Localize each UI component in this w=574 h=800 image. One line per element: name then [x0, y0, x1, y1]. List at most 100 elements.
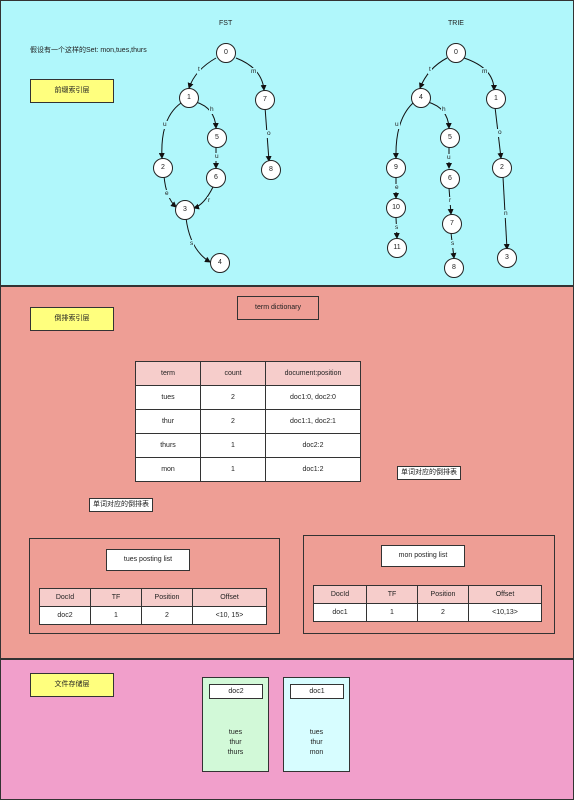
position-cell: doc1:0, doc2:0	[265, 385, 361, 410]
table-row: doc2 1 2 <10, 15>	[39, 606, 267, 625]
position-cell: doc1:1, doc2:1	[265, 409, 361, 434]
fst-label-e: e	[164, 190, 170, 198]
trie-node: 10	[386, 198, 406, 218]
position-header: document:position	[265, 361, 361, 386]
document-word: thurs	[227, 749, 244, 756]
trie-node: 3	[497, 248, 517, 268]
count-cell: 1	[200, 433, 266, 458]
document-id: doc1	[290, 684, 344, 699]
fst-label-h: h	[209, 106, 215, 114]
term-dictionary-title: term dictionary	[237, 296, 319, 320]
docid-cell: doc2	[39, 606, 91, 625]
tues-posting-list-panel	[29, 538, 280, 634]
fst-label-o: o	[266, 130, 272, 138]
term-cell: tues	[135, 385, 201, 410]
tues-posting-list-title: tues posting list	[106, 549, 190, 571]
position-cell: doc2:2	[265, 433, 361, 458]
prefix-index-layer	[0, 0, 574, 286]
trie-node: 7	[442, 214, 462, 234]
trie-label-m: m	[481, 68, 489, 76]
mon-connector-label: 单词对应的倒排表	[397, 466, 461, 480]
trie-title: TRIE	[448, 20, 464, 27]
trie-node: 11	[387, 238, 407, 258]
inverted-index-label: 倒排索引层	[30, 307, 114, 331]
document-word: thur	[229, 739, 242, 746]
fst-node: 0	[216, 43, 236, 63]
fst-label-u: u	[162, 121, 168, 129]
docid-cell: doc1	[313, 603, 367, 622]
document-words: tues thur mon	[284, 728, 349, 758]
trie-node: 4	[411, 88, 431, 108]
position-cell: doc1:2	[265, 457, 361, 482]
fst-label-m: m	[250, 68, 258, 76]
term-cell: thur	[135, 409, 201, 434]
trie-node: 5	[440, 128, 460, 148]
trie-node: 0	[446, 43, 466, 63]
set-description: 假设有一个这样的Set: mon,tues,thurs	[30, 47, 147, 54]
trie-label-e: e	[394, 184, 400, 192]
term-cell: thurs	[135, 433, 201, 458]
position-cell: 2	[417, 603, 469, 622]
count-header: count	[200, 361, 266, 386]
document-word: mon	[309, 749, 324, 756]
fst-edge-u	[158, 102, 182, 159]
fst-node: 2	[153, 158, 173, 178]
mon-posting-list-title: mon posting list	[381, 545, 465, 567]
offset-header: Offset	[192, 588, 267, 607]
fst-title: FST	[219, 20, 233, 27]
file-storage-label: 文件存储层	[30, 673, 114, 697]
tf-cell: 1	[366, 603, 418, 622]
document-words: tues thur thurs	[203, 728, 268, 758]
term-header: term	[135, 361, 201, 386]
term-table: term count document:position tues 2 doc1…	[135, 361, 361, 482]
prefix-index-label: 前缀索引层	[30, 79, 114, 103]
fst-edge-t	[187, 57, 217, 89]
docid-header: DocId	[313, 585, 367, 604]
count-cell: 1	[200, 457, 266, 482]
mon-posting-table: DocId TF Position Offset doc1 1 2 <10,13…	[313, 585, 542, 622]
trie-node: 9	[386, 158, 406, 178]
trie-label-n: n	[503, 210, 509, 218]
document-doc2: doc2 tues thur thurs	[202, 677, 269, 772]
table-row: thurs 1 doc2:2	[135, 433, 361, 458]
tues-posting-table: DocId TF Position Offset doc2 1 2 <10, 1…	[39, 588, 267, 625]
trie-label-t: t	[428, 66, 432, 74]
table-row: doc1 1 2 <10,13>	[313, 603, 542, 622]
document-word: tues	[228, 729, 243, 736]
trie-edge-t	[419, 57, 448, 89]
docid-header: DocId	[39, 588, 91, 607]
trie-label-s2: s	[450, 240, 456, 248]
mon-posting-list-panel	[303, 535, 555, 634]
fst-label-t: t	[197, 66, 201, 74]
fst-label-s: s	[189, 240, 195, 248]
trie-node: 8	[444, 258, 464, 278]
offset-cell: <10, 15>	[192, 606, 267, 625]
trie-label-r: r	[448, 197, 453, 205]
term-cell: mon	[135, 457, 201, 482]
table-row: tues 2 doc1:0, doc2:0	[135, 385, 361, 410]
position-header: Position	[417, 585, 469, 604]
fst-node: 8	[261, 160, 281, 180]
fst-edge-r	[193, 186, 214, 210]
table-row: mon 1 doc1:2	[135, 457, 361, 482]
fst-node: 3	[175, 200, 195, 220]
fst-node: 1	[179, 88, 199, 108]
document-doc1: doc1 tues thur mon	[283, 677, 350, 772]
document-word: thur	[310, 739, 323, 746]
tf-header: TF	[90, 588, 142, 607]
document-word: tues	[309, 729, 324, 736]
trie-label-u2: u	[446, 154, 452, 162]
table-row: thur 2 doc1:1, doc2:1	[135, 409, 361, 434]
fst-node: 5	[207, 128, 227, 148]
trie-label-u: u	[394, 121, 400, 129]
fst-node: 7	[255, 90, 275, 110]
fst-label-r: r	[207, 197, 212, 205]
offset-cell: <10,13>	[468, 603, 542, 622]
count-cell: 2	[200, 385, 266, 410]
trie-node: 2	[492, 158, 512, 178]
offset-header: Offset	[468, 585, 542, 604]
count-cell: 2	[200, 409, 266, 434]
fst-node: 6	[206, 168, 226, 188]
trie-node: 6	[440, 169, 460, 189]
document-id: doc2	[209, 684, 263, 699]
